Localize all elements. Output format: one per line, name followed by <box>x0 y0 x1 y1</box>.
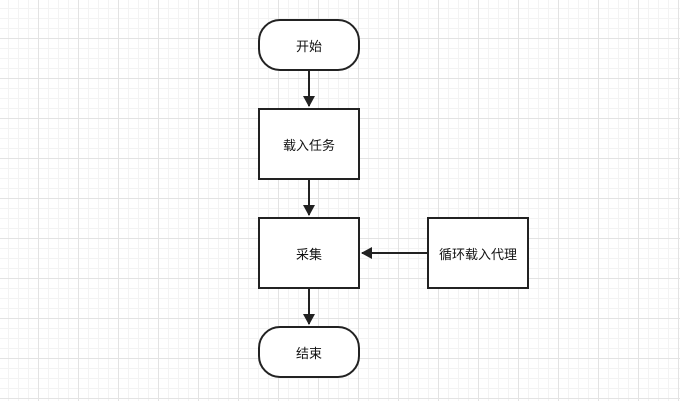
collect-node[interactable]: 采集 <box>258 217 360 289</box>
load-task-node-label: 载入任务 <box>282 138 335 154</box>
load-task-node[interactable]: 载入任务 <box>258 108 360 180</box>
proxy-loop-node-label: 循环载入代理 <box>438 247 517 263</box>
end-node[interactable]: 结束 <box>258 326 360 378</box>
end-node-label: 结束 <box>295 346 322 362</box>
proxy-loop-node[interactable]: 循环载入代理 <box>427 217 529 289</box>
start-node[interactable]: 开始 <box>258 19 360 71</box>
collect-node-label: 采集 <box>295 247 322 263</box>
start-node-label: 开始 <box>295 39 322 55</box>
